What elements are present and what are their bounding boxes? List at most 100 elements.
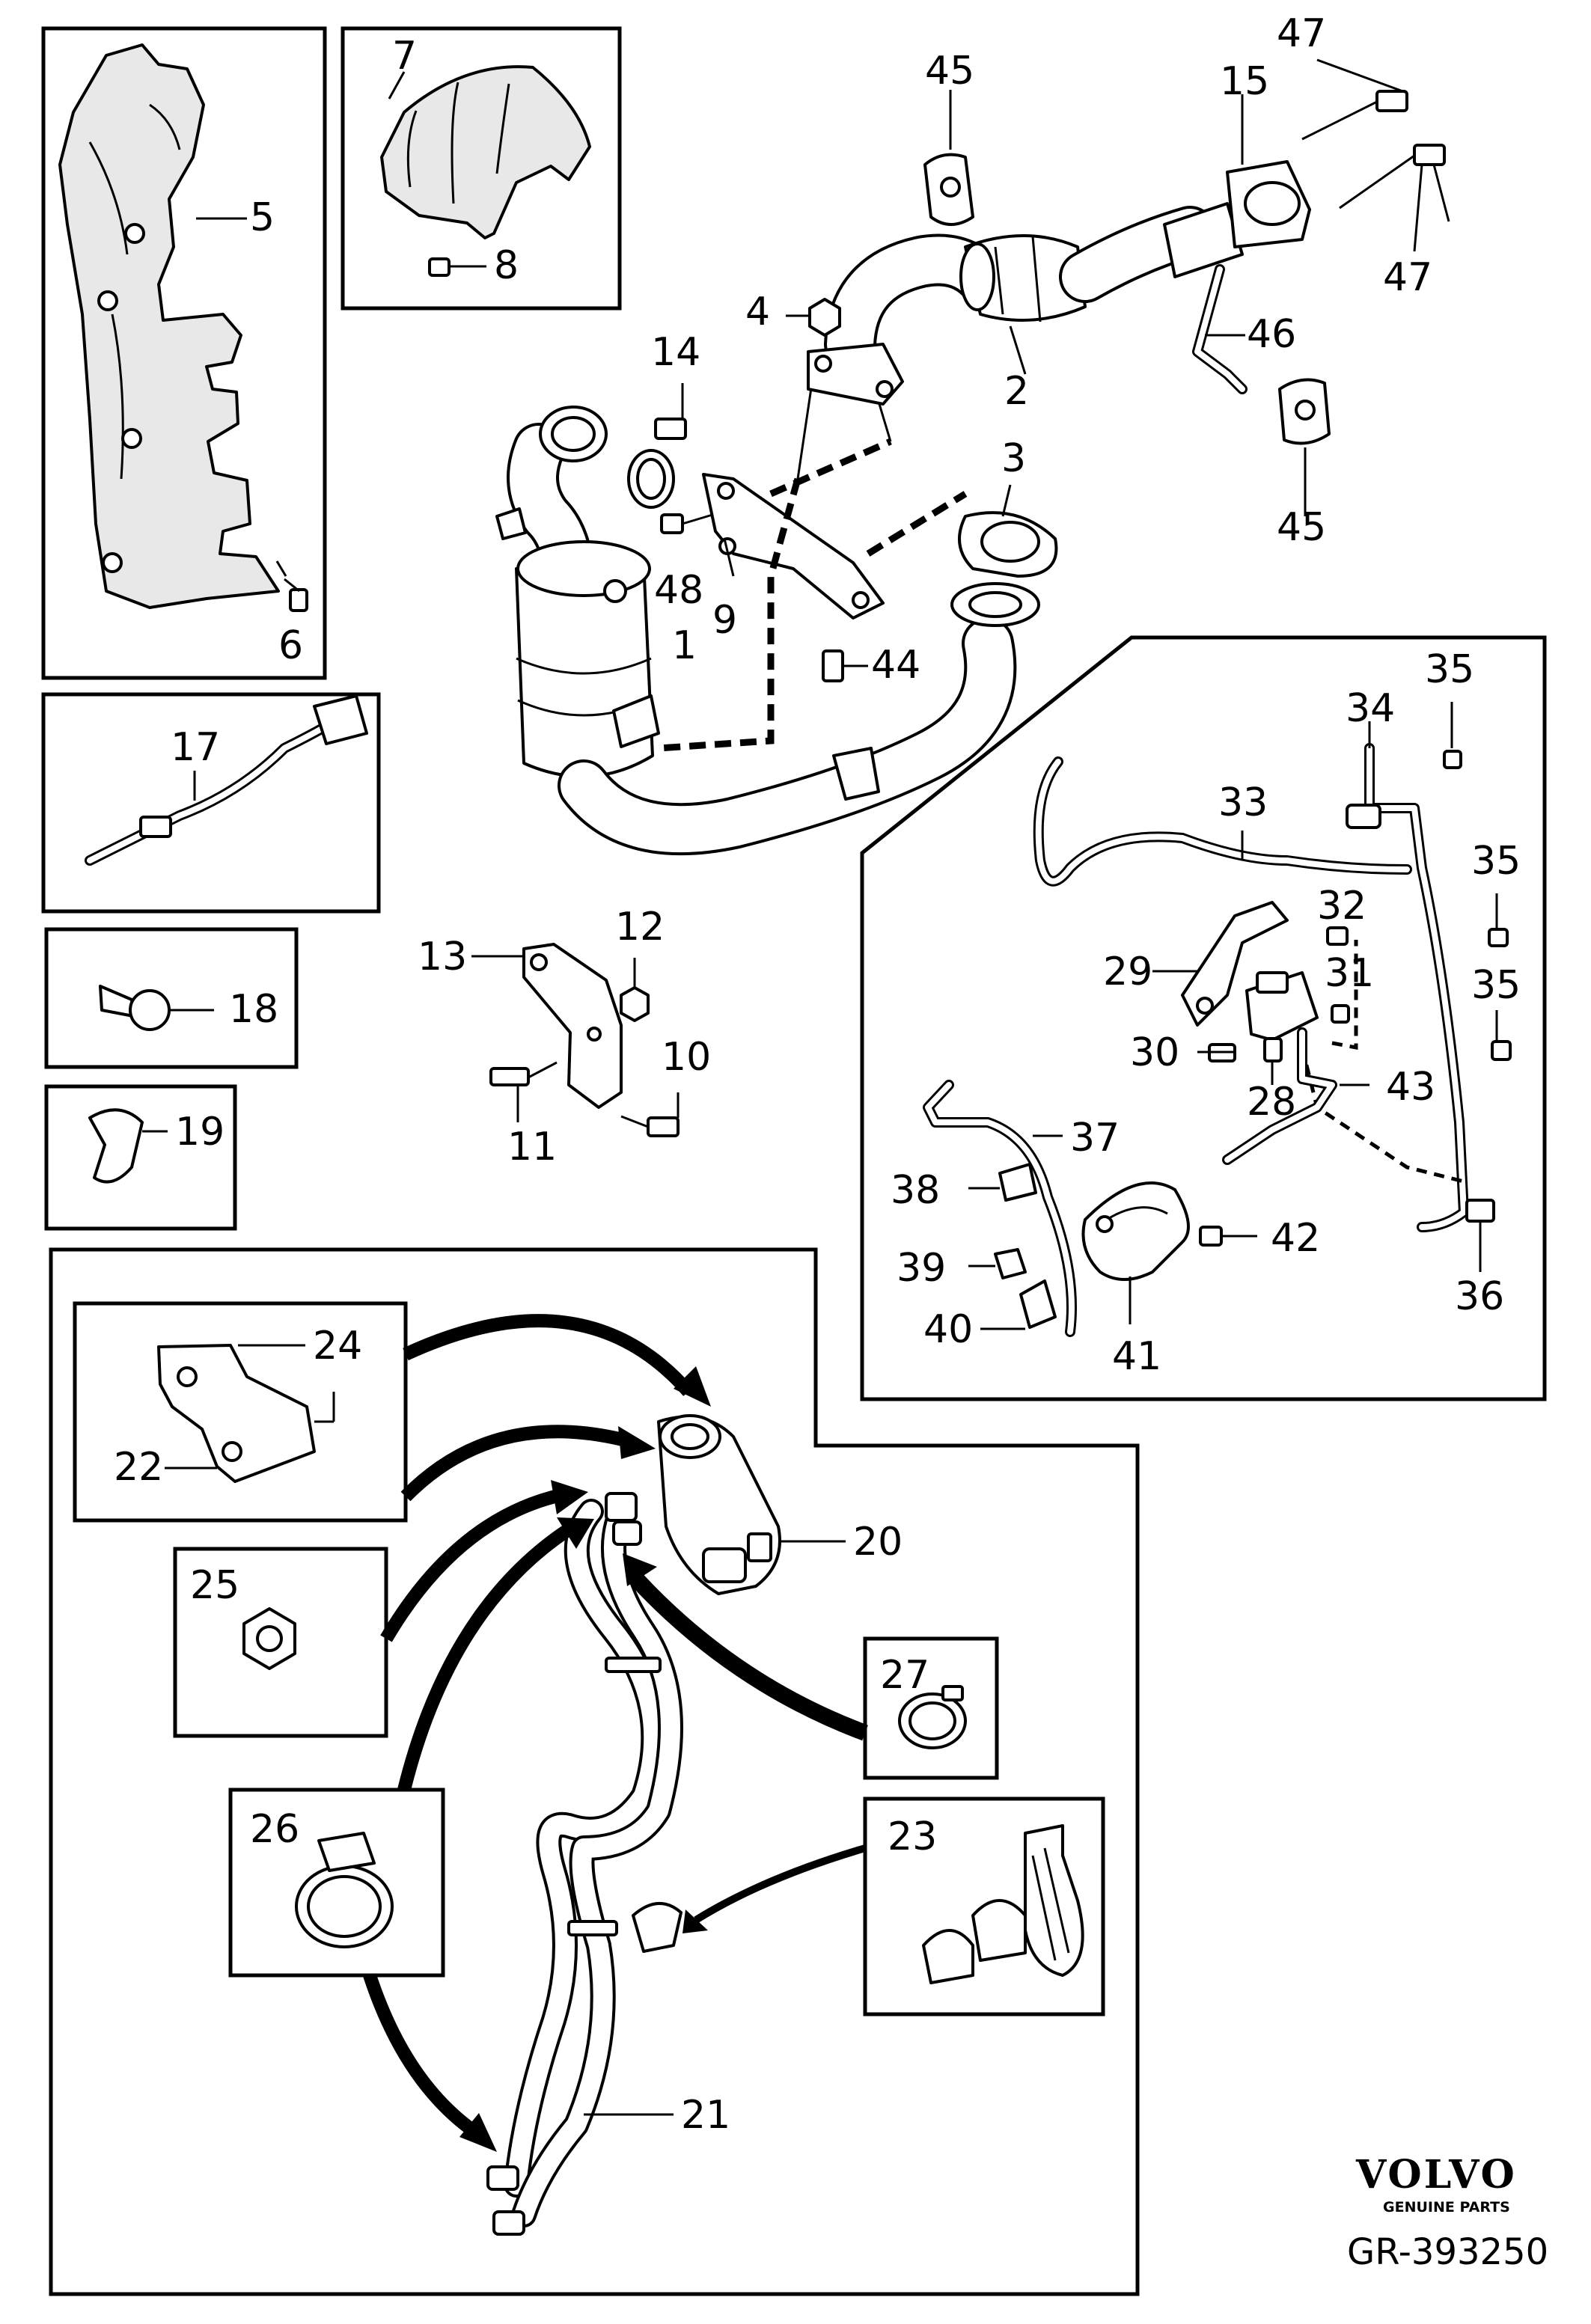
callout-41: 41 (1112, 1334, 1161, 1379)
callout-5: 5 (250, 195, 275, 240)
clip-23 (922, 1824, 1084, 1984)
heat-shield-5 (58, 43, 280, 609)
hanger-45-upper (923, 153, 974, 226)
callout-48: 48 (654, 568, 703, 613)
callout-46: 46 (1247, 312, 1296, 357)
bolt-10 (620, 1115, 680, 1137)
tube-43 (1222, 1027, 1337, 1165)
clip-39 (968, 1248, 1027, 1279)
box-vacuum-system (860, 635, 1547, 1401)
nut-25 (242, 1607, 296, 1670)
callout-12: 12 (615, 905, 665, 950)
callout-31: 31 (1325, 951, 1374, 996)
sensor-17 (85, 694, 368, 866)
heat-shield-7 (380, 65, 591, 239)
bolt-42 (1199, 1226, 1257, 1247)
arrow-26-to-hose-end (363, 1973, 497, 2152)
actuator-41 (1081, 1181, 1190, 1281)
box-clamp-26 (228, 1788, 445, 1978)
bracket-22-24 (157, 1344, 334, 1483)
callout-19: 19 (175, 1110, 225, 1155)
callout-18: 18 (229, 987, 278, 1032)
callout-37: 37 (1070, 1116, 1120, 1161)
arrow-27-to-21 (623, 1553, 868, 1741)
bracket-40 (980, 1279, 1057, 1330)
box-hose-system (49, 1247, 1140, 2296)
callout-44: 44 (871, 643, 920, 688)
solenoid-28 (1245, 971, 1319, 1062)
callout-3: 3 (1001, 436, 1026, 481)
arrow-23-to-clip (682, 1844, 867, 1933)
callout-39: 39 (897, 1246, 946, 1291)
callout-47-a: 47 (1277, 11, 1326, 56)
bracket-29 (1181, 901, 1289, 1027)
catalytic-converter-1 (495, 406, 660, 778)
clip-36 (1465, 1199, 1495, 1223)
callout-35-a: 35 (1425, 647, 1474, 692)
arrow-22-to-20 (400, 1425, 656, 1502)
box-bracket-22-24 (73, 1301, 408, 1523)
callout-47-b: 47 (1383, 255, 1432, 300)
callout-1: 1 (672, 623, 697, 668)
nut-4 (808, 298, 841, 337)
callout-17: 17 (171, 725, 220, 770)
bolt-30 (1197, 1043, 1236, 1062)
callout-20: 20 (853, 1520, 903, 1565)
bolt-44 (822, 649, 868, 682)
dash-upper (769, 438, 892, 498)
bracket-9 (702, 473, 885, 620)
callout-22: 22 (114, 1445, 163, 1490)
clip-35-c (1491, 1040, 1512, 1061)
hose-34 (1346, 743, 1469, 1232)
bolt-6 (284, 578, 308, 612)
box-heat-shield-5 (41, 26, 327, 680)
callout-26: 26 (250, 1807, 299, 1852)
callout-11: 11 (507, 1125, 557, 1169)
hanger-45-lower (1278, 378, 1331, 445)
downpipe-1 (558, 582, 1040, 856)
gasket-3 (958, 511, 1058, 578)
callout-10: 10 (662, 1035, 711, 1080)
box-clip-19 (44, 1084, 237, 1231)
nut-31 (1331, 1004, 1350, 1024)
stud-11 (489, 1061, 558, 1086)
screw-18 (99, 985, 171, 1031)
callout-6: 6 (278, 623, 303, 668)
lever-37 (923, 1080, 1077, 1337)
callout-28: 28 (1247, 1080, 1296, 1125)
bolt-47-lower (1339, 144, 1446, 210)
clamp-14 (627, 418, 687, 509)
clip-19 (88, 1108, 144, 1184)
clamp-26 (295, 1832, 394, 1948)
svg-text:GENUINE PARTS: GENUINE PARTS (1383, 2199, 1510, 2216)
callout-7: 7 (392, 34, 417, 79)
bolt-8 (428, 257, 486, 277)
callout-13: 13 (418, 935, 467, 979)
callout-32: 32 (1317, 884, 1366, 929)
callout-35-c: 35 (1471, 963, 1521, 1008)
arrow-24-to-20 (403, 1314, 711, 1407)
box-clip-23 (863, 1796, 1105, 2016)
bolt-48 (660, 513, 713, 534)
callout-2: 2 (1004, 369, 1029, 414)
front-pipe-2 (807, 202, 1244, 406)
callout-23: 23 (888, 1814, 937, 1859)
callout-34: 34 (1346, 686, 1395, 731)
dash-cat-to-bracket (658, 477, 801, 752)
clip-23-installed (632, 1901, 682, 1953)
callout-15: 15 (1220, 59, 1269, 104)
clamp-27 (898, 1685, 967, 1749)
callout-27: 27 (880, 1653, 929, 1698)
callout-40: 40 (923, 1307, 973, 1352)
arrow-26-to-21 (397, 1517, 594, 1792)
dash-solenoid (1300, 940, 1468, 1184)
box-sensor-17 (41, 692, 381, 914)
callout-45-b: 45 (1277, 505, 1326, 550)
bolt-32 (1326, 926, 1349, 946)
clip-35-b (1488, 928, 1509, 947)
dash-lower (866, 491, 968, 557)
bolt-47-upper (1301, 90, 1408, 141)
callout-45-a: 45 (925, 49, 974, 94)
hose-21 (486, 1492, 683, 2236)
